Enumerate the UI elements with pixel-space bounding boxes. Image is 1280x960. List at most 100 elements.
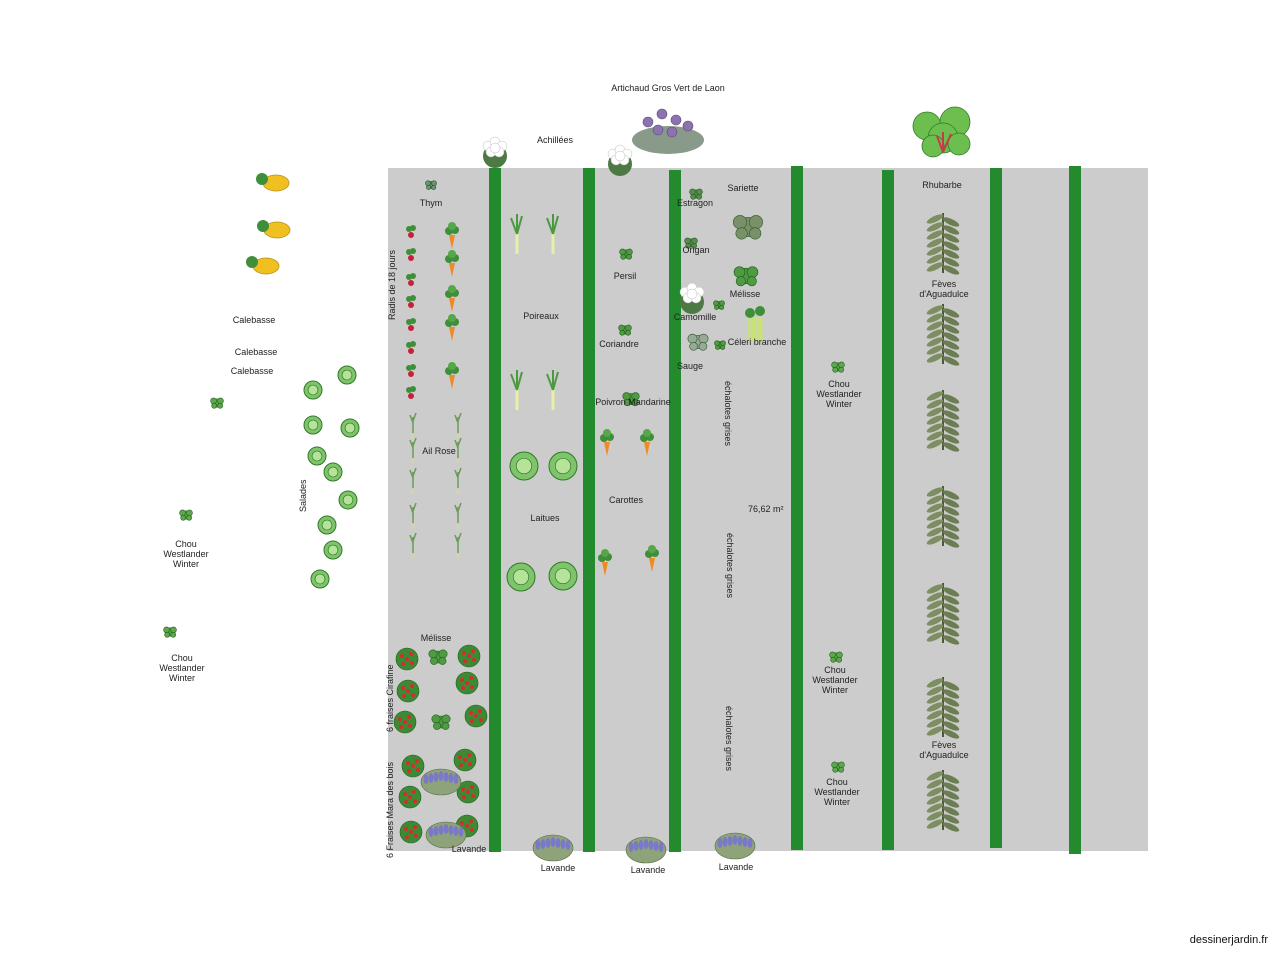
radis-symbol-4	[406, 295, 416, 308]
label-calebasse-3: Calebasse	[230, 366, 274, 376]
label-melisse-top: Mélisse	[729, 289, 761, 299]
radis-symbol-7	[406, 364, 416, 377]
label-sauge: Sauge	[676, 361, 704, 371]
path-3	[669, 170, 681, 852]
feve-symbol-5	[926, 583, 960, 645]
lavande-symbol-1	[425, 821, 467, 849]
laitue-symbol-2	[548, 451, 578, 481]
site-credit: dessinerjardin.fr	[1189, 934, 1268, 946]
label-camomille: Camomille	[673, 312, 717, 322]
salade-symbol-8	[317, 515, 337, 535]
melisse-bottom-symbol-2	[431, 714, 451, 730]
ail-symbol-b4	[454, 502, 462, 529]
garden-bed	[388, 168, 1148, 851]
feve-symbol-4	[926, 486, 960, 548]
ail-symbol-b2	[454, 437, 462, 464]
radis-symbol-5	[406, 318, 416, 331]
poireau-symbol-2	[546, 214, 559, 254]
label-radis: Radis de 18 jours	[387, 249, 397, 320]
label-estragon: Estragon	[676, 198, 714, 208]
label-thym: Thym	[419, 198, 443, 208]
thym-symbol	[425, 180, 437, 190]
label-rhubarbe: Rhubarbe	[922, 180, 962, 190]
chou-symbol-bed-1	[831, 361, 845, 373]
lavande-symbol-4	[714, 832, 756, 860]
label-carottes: Carottes	[608, 495, 644, 505]
feve-symbol-3	[926, 390, 960, 452]
lavande-symbol-2	[532, 834, 574, 862]
calebasse-symbol-2	[257, 220, 291, 239]
achillee-symbol-1	[482, 136, 508, 168]
ail-symbol-a5	[409, 532, 417, 559]
sariette-symbol	[732, 215, 764, 240]
path-6	[990, 168, 1002, 848]
poireau-symbol-3	[510, 370, 523, 410]
feve-symbol-1	[926, 213, 960, 275]
carotte-col2-symbol-1	[600, 429, 614, 456]
ail-symbol-a1	[409, 412, 417, 439]
poireau-symbol-1	[510, 214, 523, 254]
ail-symbol-b3	[454, 467, 462, 494]
laitue-symbol-4	[548, 561, 578, 591]
chou-symbol-bed-2	[829, 651, 843, 663]
fraise-symbol-7	[401, 754, 425, 778]
fraise-symbol-9	[398, 785, 422, 809]
poivron-symbol	[622, 392, 640, 407]
carotte-col1-symbol-1	[445, 222, 459, 249]
label-chou-bed-3: Chou Westlander Winter	[814, 777, 860, 807]
herb-symbol-extra-2	[714, 340, 726, 350]
label-feves-2: Fèves d'Aguadulce	[919, 740, 969, 760]
calebasse-symbol-3	[246, 256, 280, 275]
label-chou-out-2: Chou Westlander Winter	[159, 653, 205, 683]
path-7	[1069, 166, 1081, 854]
celeri-symbol	[745, 306, 765, 341]
feve-symbol-7	[926, 770, 960, 832]
label-echalotes-3: échalotes grises	[724, 706, 734, 772]
label-lavande-2: Lavande	[540, 863, 576, 873]
label-origan: Origan	[682, 245, 710, 255]
ail-symbol-a3	[409, 467, 417, 494]
radis-symbol-8	[406, 386, 416, 399]
chou-symbol-out-1	[179, 509, 193, 521]
label-poivron: Poivron Mandarine	[595, 397, 671, 407]
carotte-col1-symbol-5	[445, 362, 459, 389]
laitue-symbol-1	[509, 451, 539, 481]
label-lavande-4: Lavande	[718, 862, 754, 872]
label-chou-bed-2: Chou Westlander Winter	[812, 665, 858, 695]
path-5	[882, 170, 894, 850]
carotte-col2-symbol-2	[640, 429, 654, 456]
label-calebasse-2: Calebasse	[234, 347, 278, 357]
carotte-col2-symbol-4	[645, 545, 659, 572]
salade-symbol-9	[323, 540, 343, 560]
fraise-symbol-2	[457, 644, 481, 668]
label-ail: Ail Rose	[422, 446, 456, 456]
fraise-symbol-4	[396, 679, 420, 703]
label-echalotes-2: échalotes grises	[725, 533, 735, 599]
label-chou-bed-1: Chou Westlander Winter	[816, 379, 862, 409]
carotte-col2-symbol-3	[598, 549, 612, 576]
laitue-symbol-3	[506, 562, 536, 592]
feve-symbol-2	[926, 304, 960, 366]
salade-symbol-1	[337, 365, 357, 385]
label-fraises-mara: 6 Fraises Mara des bois	[385, 761, 395, 858]
poireau-symbol-4	[546, 370, 559, 410]
label-calebasse-1: Calebasse	[232, 315, 276, 325]
salade-symbol-6	[323, 462, 343, 482]
label-artichaud: Artichaud Gros Vert de Laon	[611, 83, 725, 93]
ail-symbol-b5	[454, 532, 462, 559]
path-4	[791, 166, 803, 850]
label-poireaux: Poireaux	[523, 311, 559, 321]
fraise-symbol-11	[399, 820, 423, 844]
radis-symbol-2	[406, 248, 416, 261]
herb-symbol-extra-1	[713, 300, 725, 310]
label-persil: Persil	[613, 271, 637, 281]
chou-symbol-out-0	[210, 397, 224, 409]
radis-symbol-6	[406, 341, 416, 354]
carotte-col1-symbol-2	[445, 250, 459, 277]
calebasse-symbol-1	[256, 173, 290, 192]
lavande-symbol-0	[420, 768, 462, 796]
label-coriandre: Coriandre	[599, 339, 639, 349]
coriandre-symbol	[618, 324, 632, 336]
melisse-bottom-symbol-1	[428, 649, 448, 665]
